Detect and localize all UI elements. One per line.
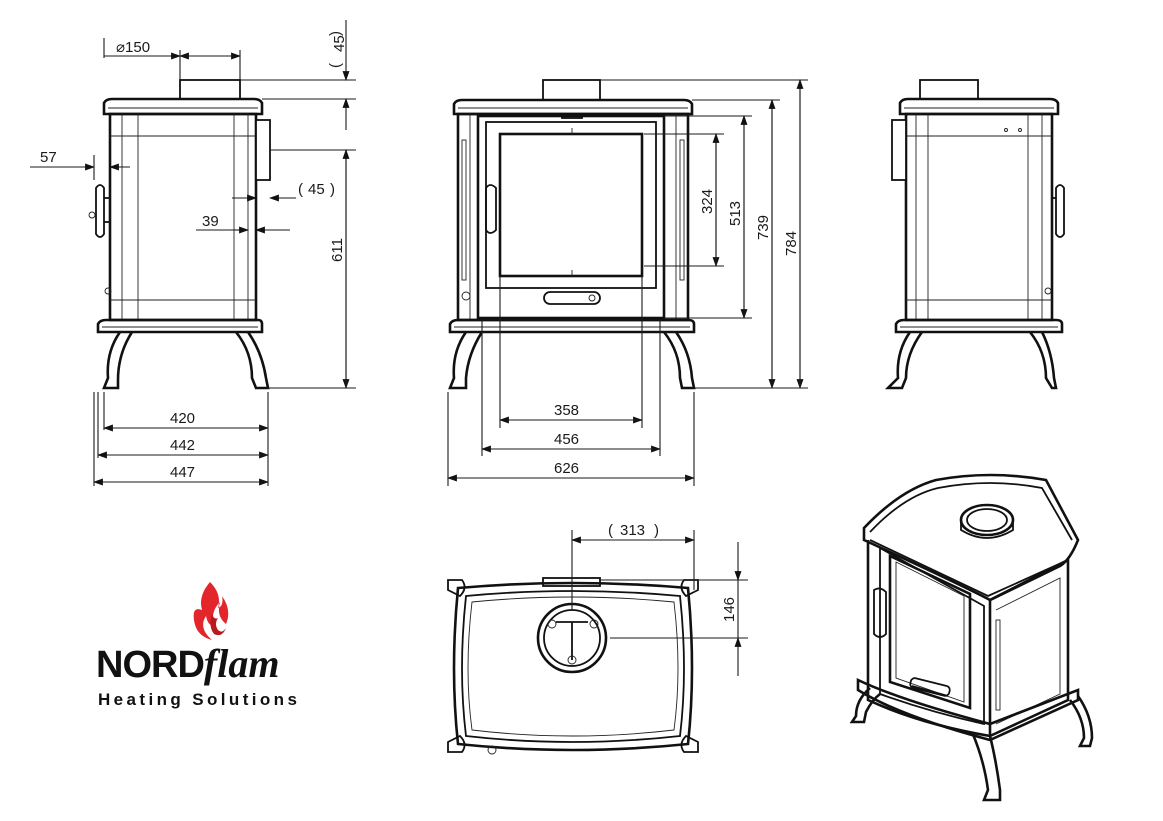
dim-total-width: 626 — [554, 460, 579, 477]
top-view-dimensions: 313 ( ) 146 — [571, 522, 748, 676]
side-view — [88, 79, 271, 390]
dim-flue-offset-x: 313 — [620, 522, 645, 539]
dim-rear-inset: 39 — [202, 213, 219, 230]
dim-flue-diameter: ⌀150 — [116, 39, 150, 56]
dim-glass-height: 324 — [699, 189, 716, 214]
dim-side-offset: 57 — [40, 149, 57, 166]
dim-rear-outlet-center: 611 — [329, 238, 346, 262]
svg-text:(: ( — [327, 63, 344, 68]
dim-depth-420: 420 — [170, 410, 195, 427]
svg-text:): ) — [327, 31, 344, 36]
dim-flue-height: 45 — [331, 35, 348, 52]
side-view-dimensions: ⌀150 45 ( ) 57 45 ( ) 39 611 — [30, 20, 356, 486]
svg-text:(: ( — [298, 181, 303, 198]
brand-wordmark: NORDflam — [96, 640, 279, 687]
dim-flue-offset-y: 146 — [721, 597, 738, 622]
svg-text:): ) — [330, 181, 335, 198]
dim-depth-447: 447 — [170, 464, 195, 481]
dim-glass-width: 358 — [554, 402, 579, 419]
brand-name-bold: NORD — [96, 644, 205, 686]
front-view — [448, 79, 696, 390]
top-view — [447, 577, 699, 755]
dim-depth-442: 442 — [170, 437, 195, 454]
svg-text:): ) — [654, 522, 659, 539]
right-side-view — [884, 79, 1065, 390]
brand-tagline: Heating Solutions — [98, 690, 301, 709]
brand-name-italic: flam — [203, 641, 280, 686]
front-view-dimensions: 324 513 739 784 358 456 626 — [447, 79, 808, 486]
dim-door-width: 456 — [554, 431, 579, 448]
flame-icon — [193, 582, 229, 640]
dim-rear-outlet: 45 — [308, 181, 325, 198]
svg-text:(: ( — [608, 522, 613, 539]
brand-logo: NORDflam Heating Solutions — [92, 578, 342, 718]
dim-body-height: 739 — [755, 215, 772, 240]
dim-door-height: 513 — [727, 201, 744, 226]
dim-total-height: 784 — [783, 231, 800, 256]
isometric-view — [849, 473, 1094, 802]
